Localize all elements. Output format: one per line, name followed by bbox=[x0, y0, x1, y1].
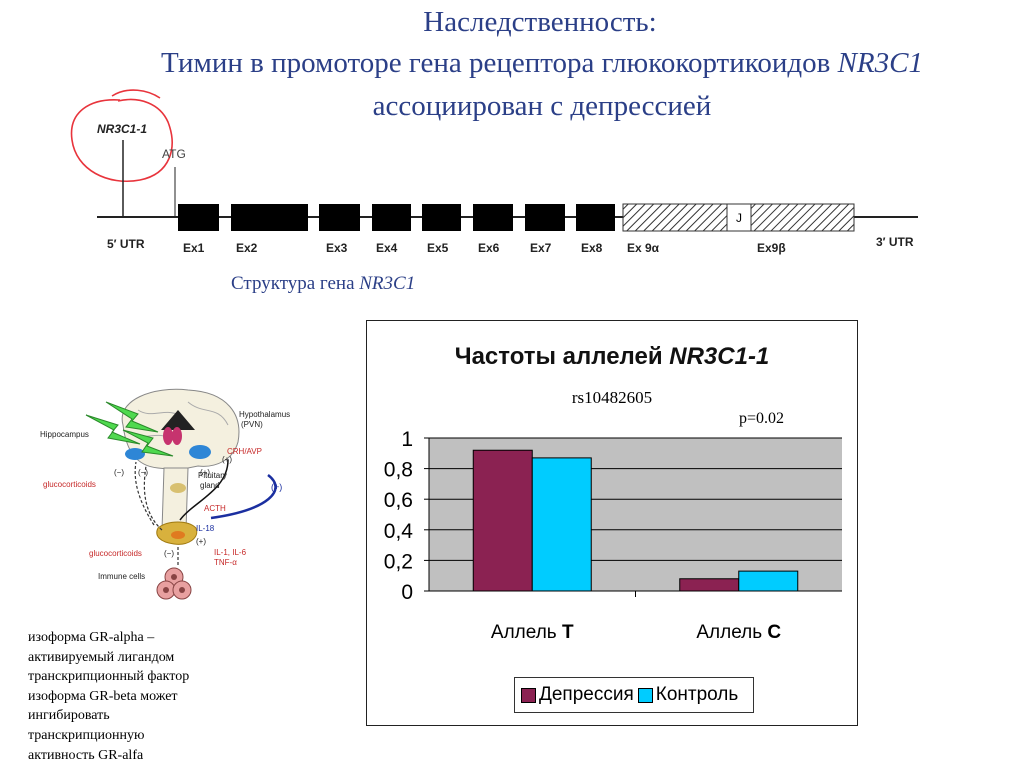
gene-structure-caption: Структура гена NR3C1 bbox=[231, 273, 416, 294]
plus-label: (+) bbox=[222, 455, 232, 464]
junction-box bbox=[726, 203, 752, 232]
utr5-label: 5′ UTR bbox=[107, 237, 145, 251]
exon-box bbox=[178, 204, 219, 231]
p-value-annotation: p=0.02 bbox=[739, 410, 785, 427]
allele-frequency-chart: Частоты аллелей NR3C1-1 rs10482605 p=0.0… bbox=[366, 320, 858, 726]
exon9-alpha-box bbox=[622, 203, 728, 232]
promoter-label: NR3C1-1 bbox=[97, 122, 147, 136]
exon-label: Ex4 bbox=[376, 241, 398, 255]
hpa-axis-diagram: Hypothalamus (PVN) Hippocampus CRH/AVP (… bbox=[40, 388, 290, 600]
exon-label: Ex5 bbox=[427, 241, 449, 255]
bar-Депрессия bbox=[472, 449, 533, 592]
exon-box bbox=[525, 204, 565, 231]
exon-box bbox=[372, 204, 411, 231]
cytokines-label-1: IL-1, IL-6 bbox=[214, 548, 247, 557]
exon9-beta-box bbox=[750, 203, 855, 232]
description-line: активируемый лигандом bbox=[28, 649, 175, 665]
lightning-icon bbox=[105, 401, 159, 433]
exon-box bbox=[576, 204, 615, 231]
exon-label: Ex7 bbox=[530, 241, 552, 255]
minus-label: (−) bbox=[164, 549, 174, 558]
legend-label: Контроль bbox=[655, 684, 739, 705]
legend-item: Депрессия bbox=[521, 684, 634, 706]
atg-label: ATG bbox=[162, 147, 186, 161]
exon-label: Ex2 bbox=[236, 241, 258, 255]
chart-title: Частоты аллелей NR3C1-1 bbox=[454, 343, 770, 370]
plus-label: (+) bbox=[200, 468, 210, 477]
isoform-description: изоформа GR-alpha – активируемый лигандо… bbox=[28, 628, 252, 765]
exon-label: Ex8 bbox=[581, 241, 603, 255]
description-line: изоформа GR-alpha – bbox=[28, 630, 155, 645]
glucocorticoids-bottom-label: glucocorticoids bbox=[89, 549, 142, 558]
x-tick-label: Аллель C bbox=[696, 622, 781, 643]
slide-title-line1: Наследственность: bbox=[423, 6, 657, 38]
lightning-icon bbox=[85, 414, 141, 445]
exon-labels: Ex1 Ex2 Ex3 Ex4 Ex5 Ex6 Ex7 Ex8 Ex 9α Ex… bbox=[183, 241, 786, 255]
utr3-label: 3′ UTR bbox=[876, 235, 914, 249]
exon-label: Ex6 bbox=[478, 241, 500, 255]
bar-Депрессия bbox=[679, 578, 740, 592]
pituitary-label-1: Pituitary bbox=[198, 471, 227, 480]
bar-Контроль bbox=[738, 570, 799, 592]
pituitary-label-2: gland bbox=[200, 481, 220, 490]
description-line: транскрипционный фактор bbox=[28, 669, 190, 685]
legend-swatch bbox=[637, 687, 653, 703]
exon9b-label: Ex9β bbox=[757, 241, 786, 255]
description-line: ингибировать bbox=[28, 708, 110, 724]
immune-cells-label: Immune cells bbox=[98, 572, 145, 581]
exon-box bbox=[422, 204, 461, 231]
description-line: транскрипционную bbox=[28, 727, 145, 743]
description-line: изоформа GR-beta может bbox=[28, 688, 178, 704]
exon9a-label: Ex 9α bbox=[627, 241, 660, 255]
slide-title-line3: ассоциирован с депрессией bbox=[372, 90, 712, 122]
gene-structure-diagram: NR3C1-1 ATG J 5′ UTR Ex1 Ex2 Ex3 Ex4 Ex5… bbox=[70, 89, 918, 255]
description-line: активность GR-alfa bbox=[28, 747, 144, 763]
y-tick-label: 0,8 bbox=[384, 459, 413, 482]
red-highlight-circle bbox=[70, 89, 173, 182]
minus-label: (−) bbox=[114, 468, 124, 477]
cytokines-label-2: TNF-α bbox=[214, 558, 237, 567]
y-tick-label: 0,4 bbox=[384, 520, 414, 543]
exon-box bbox=[319, 204, 360, 231]
x-tick-label: Аллель T bbox=[491, 622, 574, 643]
y-tick-label: 0,6 bbox=[384, 489, 413, 512]
chart-legend: Депрессия Контроль bbox=[514, 677, 754, 713]
hypothalamus-label: Hypothalamus bbox=[239, 410, 290, 419]
pvn-label: (PVN) bbox=[241, 420, 263, 429]
legend-swatch bbox=[521, 687, 536, 703]
hippocampus-label: Hippocampus bbox=[40, 430, 89, 439]
chart-subtitle: rs10482605 bbox=[571, 388, 653, 407]
slide-title-line2: Тимин в промоторе гена рецептора глюкоко… bbox=[30, 47, 1024, 80]
title-text: Тимин в промоторе гена рецептора глюкоко… bbox=[160, 47, 838, 79]
lightning-icon bbox=[122, 429, 174, 457]
junction-label: J bbox=[736, 211, 742, 225]
crh-label: CRH/AVP bbox=[227, 447, 262, 456]
y-tick-label: 1 bbox=[401, 428, 413, 451]
exon-box bbox=[473, 204, 513, 231]
legend-label: Депрессия bbox=[539, 684, 634, 705]
title-gene: NR3C1 bbox=[837, 47, 923, 79]
exon-box bbox=[231, 204, 308, 231]
acth-label: ACTH bbox=[204, 504, 226, 513]
exon-label: Ex1 bbox=[183, 241, 205, 255]
y-tick-label: 0 bbox=[401, 581, 413, 604]
minus-label: (−) bbox=[138, 468, 148, 477]
bar-Контроль bbox=[531, 457, 592, 592]
legend-item: Контроль bbox=[637, 684, 739, 706]
il18-label: IL-18 bbox=[196, 524, 215, 533]
feedback-plus-label: (+) bbox=[271, 482, 282, 492]
exon-label: Ex3 bbox=[326, 241, 348, 255]
hippocampus-icon bbox=[125, 448, 145, 460]
plus-label: (+) bbox=[196, 537, 206, 546]
glucocorticoids-top-label: glucocorticoids bbox=[43, 480, 96, 489]
y-tick-label: 0,2 bbox=[384, 550, 413, 573]
